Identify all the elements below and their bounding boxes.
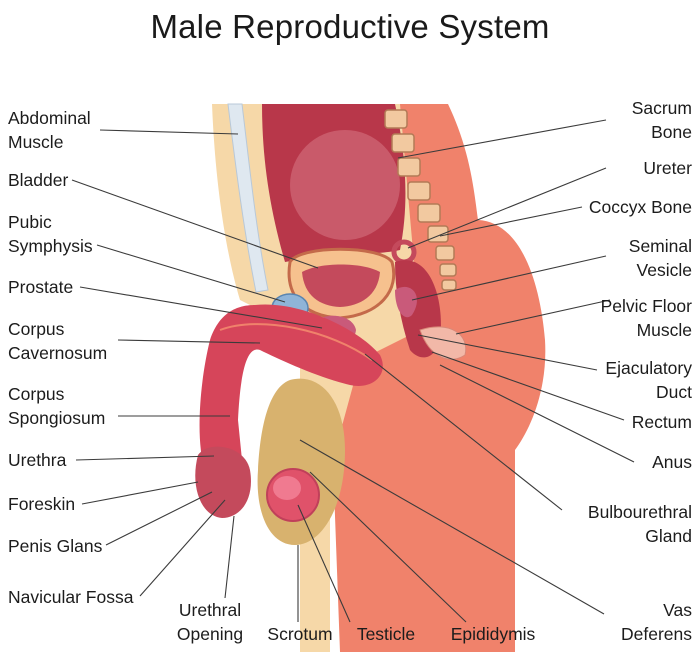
leader-bladder xyxy=(71,179,319,269)
label-seminal-vesicle: Seminal Vesicle xyxy=(628,236,692,280)
testicle-highlight xyxy=(273,476,301,500)
leader-vas-deferens xyxy=(299,439,605,615)
label-coccyx-bone: Coccyx Bone xyxy=(588,197,692,217)
pelvic-floor-muscle-shape xyxy=(419,326,467,360)
leader-seminal-vesicle xyxy=(411,255,607,301)
label-testicle: Testicle xyxy=(356,624,416,644)
leader-pubic-symphysis xyxy=(96,244,286,303)
leader-abdominal-muscle xyxy=(99,129,239,135)
label-urethra: Urethra xyxy=(8,450,67,470)
glans-shape xyxy=(195,446,251,518)
sacrum-vertebrae xyxy=(384,109,457,291)
leader-pelvic-floor-muscle xyxy=(455,299,611,335)
label-foreskin: Foreskin xyxy=(8,494,76,514)
label-anus: Anus xyxy=(652,452,692,472)
label-rectum: Rectum xyxy=(631,412,692,432)
bladder-lumen xyxy=(302,264,380,307)
label-prostate: Prostate xyxy=(8,277,74,297)
label-vas-deferens: Vas Deferens xyxy=(620,600,692,644)
leader-ureter xyxy=(407,167,607,249)
seminal-vesicle-shape xyxy=(395,286,417,318)
label-abdominal-muscle: Abdominal Muscle xyxy=(8,108,91,152)
leader-corpus-cavernosum xyxy=(117,339,261,344)
abdominal-muscle-shape xyxy=(227,103,269,293)
label-pelvic-floor-muscle: Pelvic Floor Muscle xyxy=(600,296,692,340)
label-pubic-symphysis: Pubic Symphysis xyxy=(8,212,93,256)
label-navicular-fossa: Navicular Fossa xyxy=(8,587,134,607)
leader-coccyx-bone xyxy=(439,206,583,237)
label-bulbourethral-gland: Bulbourethral Gland xyxy=(587,502,692,546)
leader-anus xyxy=(439,364,635,463)
label-urethral-opening: Urethral Opening xyxy=(176,600,244,644)
leader-ejaculatory-duct xyxy=(417,334,598,371)
label-corpus-spongiosum: Corpus Spongiosum xyxy=(8,384,106,428)
leader-rectum xyxy=(431,351,625,421)
leader-prostate xyxy=(79,286,323,329)
urethra-path xyxy=(219,323,373,361)
label-epididymis: Epididymis xyxy=(450,624,536,644)
leader-epididymis xyxy=(309,471,467,623)
leader-navicular-fossa xyxy=(139,499,226,597)
leader-testicle xyxy=(297,504,351,623)
leader-urethral-opening xyxy=(224,515,235,599)
intestine-shape xyxy=(290,130,400,240)
page-title: Male Reproductive System xyxy=(150,8,550,45)
label-penis-glans: Penis Glans xyxy=(8,536,103,556)
label-corpus-cavernosum: Corpus Cavernosum xyxy=(8,319,108,363)
leader-urethra xyxy=(75,455,215,461)
leader-lines xyxy=(71,119,635,623)
label-ejaculatory-duct: Ejaculatory Duct xyxy=(605,358,692,402)
label-scrotum: Scrotum xyxy=(267,624,333,644)
leader-bulbourethral-gland xyxy=(364,353,563,511)
label-bladder: Bladder xyxy=(8,170,69,190)
leader-sacrum-bone xyxy=(397,119,607,159)
penis-shape xyxy=(199,304,383,470)
leader-penis-glans xyxy=(105,491,213,546)
label-sacrum-bone: Sacrum Bone xyxy=(631,98,692,142)
label-ureter: Ureter xyxy=(643,158,692,178)
leader-foreskin xyxy=(81,481,199,505)
